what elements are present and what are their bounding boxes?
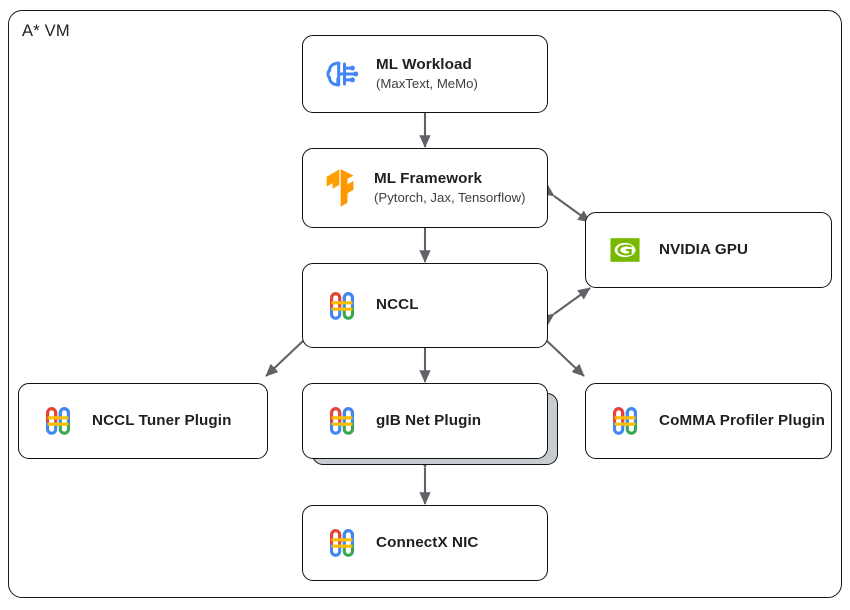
node-subtitle: (Pytorch, Jax, Tensorflow) <box>374 189 526 205</box>
node-labels: ML Workload (MaxText, MeMo) <box>376 56 478 92</box>
nvidia-eye-icon <box>605 230 645 270</box>
node-gib-net-plugin[interactable]: gIB Net Plugin <box>302 383 548 459</box>
node-title: NVIDIA GPU <box>659 240 749 258</box>
nccl-interlock-icon <box>38 401 78 441</box>
node-labels: ML Framework (Pytorch, Jax, Tensorflow) <box>374 170 525 206</box>
vm-label: A* VM <box>22 22 70 40</box>
nccl-interlock-icon <box>322 523 362 563</box>
node-labels: NCCL Tuner Plugin <box>92 412 232 431</box>
node-connectx-nic[interactable]: ConnectX NIC <box>302 505 548 581</box>
node-title: gIB Net Plugin <box>376 411 482 429</box>
vm-container <box>8 10 842 598</box>
tensorflow-icon <box>322 167 360 209</box>
node-title: CoMMA Profiler Plugin <box>659 411 826 429</box>
nccl-interlock-icon <box>322 286 362 326</box>
node-labels: NCCL <box>376 296 419 315</box>
nccl-interlock-icon <box>605 401 645 441</box>
ml-brain-circuit-icon <box>322 54 362 94</box>
node-nccl[interactable]: NCCL <box>302 263 548 348</box>
node-title: NCCL Tuner Plugin <box>92 411 232 429</box>
node-nccl-tuner-plugin[interactable]: NCCL Tuner Plugin <box>18 383 268 459</box>
node-title: ML Framework <box>374 170 483 188</box>
nccl-interlock-icon <box>322 401 362 441</box>
node-comma-profiler-plugin[interactable]: CoMMA Profiler Plugin <box>585 383 832 459</box>
node-title: ConnectX NIC <box>376 533 479 551</box>
node-title: NCCL <box>376 296 419 314</box>
node-labels: ConnectX NIC <box>376 534 478 553</box>
node-labels: NVIDIA GPU <box>659 241 748 260</box>
node-ml-workload[interactable]: ML Workload (MaxText, MeMo) <box>302 35 548 113</box>
node-labels: gIB Net Plugin <box>376 412 481 431</box>
node-nvidia-gpu[interactable]: NVIDIA GPU <box>585 212 832 288</box>
node-title: ML Workload <box>376 56 472 74</box>
node-ml-framework[interactable]: ML Framework (Pytorch, Jax, Tensorflow) <box>302 148 548 228</box>
node-labels: CoMMA Profiler Plugin <box>659 412 825 431</box>
node-subtitle: (MaxText, MeMo) <box>376 75 478 91</box>
